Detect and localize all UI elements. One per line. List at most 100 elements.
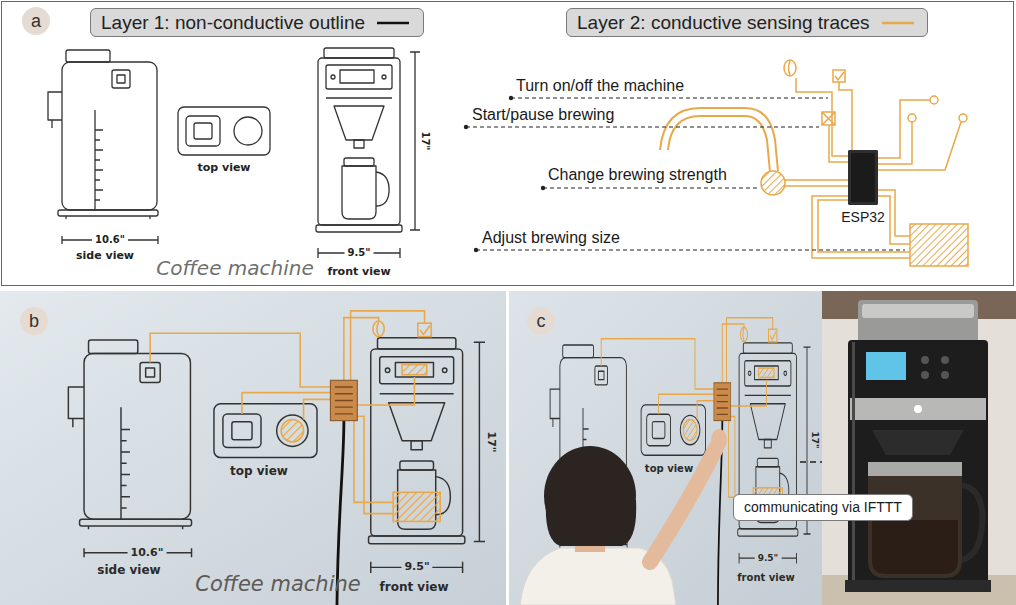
coffee-machine-photo [872,520,958,574]
label-anchor: 17" [810,431,820,448]
sensing-traces [878,122,961,170]
view-label: top view [645,463,693,475]
view-label: top view [197,162,250,175]
label-anchor: Start/pause brewing [472,106,614,124]
label-anchor: 10.6" [92,234,128,246]
label-anchor: Change brewing strength [548,166,727,184]
label-anchor: top view [645,463,693,475]
sensing-traces [959,114,967,122]
label-anchor: front view [380,581,449,595]
panel-letter: a [31,12,41,30]
sensing-traces [660,60,968,266]
dimension: 17" [419,131,431,150]
coffee-machine-photo [822,291,1016,605]
dimension: 17" [485,431,498,452]
label-anchor: front view [737,572,795,584]
view-label: side view [97,564,160,578]
coffee-machine-photo [921,356,929,364]
esp32-chip: ESP32 [848,150,878,205]
coffee-machine-photo [862,304,974,318]
sensing-traces [833,70,845,82]
wall-drawing [68,311,485,605]
label-anchor: 9.5" [401,561,432,574]
label-anchor: Turn on/off the machine [516,77,684,95]
coffee-machine-photo [845,580,991,592]
sensing-traces [761,171,785,195]
coffee-machine-photo [822,291,1016,605]
coffee-machine-photo [850,398,986,420]
person [520,429,727,605]
label-anchor: 9.5" [345,247,374,259]
view-label: top view [230,465,288,479]
panel-frame [2,2,1014,286]
label-anchor: 17" [419,131,431,150]
leader-lines [543,187,758,188]
view-label: side view [76,250,134,263]
leader-dots [464,125,468,129]
sensing-traces [878,100,930,158]
legend-line-sample [882,21,914,24]
panel-letter: b [29,312,39,330]
sensing-traces [789,61,791,75]
leader-lines [466,126,819,127]
label-anchor: Coffee machine [195,572,360,596]
callout-text: communicating via IFTTT [744,499,902,516]
coffee-machine-photo [941,356,949,364]
legend-line-sample [880,20,916,26]
sensing-traces [829,125,848,162]
label-anchor: side view [97,564,160,578]
legend-text: Layer 2: conductive sensing traces [577,12,870,34]
dimension: 9.5" [401,561,432,574]
callout-box: communicating via IFTTT [733,494,913,521]
trace-label: Start/pause brewing [472,106,614,124]
person [546,500,636,546]
sensing-traces [785,180,848,186]
person [711,429,727,451]
view-label: front view [380,581,449,595]
dimension: 9.5" [755,553,782,563]
sensing-traces [930,96,938,104]
legend-line-sample [375,20,411,26]
leader-dots [509,96,513,100]
dimension: 9.5" [345,247,374,259]
dimension: 10.6" [92,234,128,246]
label-anchor: front view [327,266,390,279]
panel-letter: c [537,312,546,330]
label-anchor: Coffee machine [156,257,314,280]
coffee-machine-photo [941,371,949,379]
coffee-machine-photo [868,462,962,476]
label-anchor: Adjust brewing size [482,229,620,247]
label-anchor: 10.6" [128,547,167,560]
view-label: front view [327,266,390,279]
sensing-traces [910,224,968,266]
leader-dots [474,248,478,252]
leader-lines [511,97,828,98]
coffee-machine-photo [868,476,962,578]
machine-outline [48,48,420,258]
sensing-traces [835,72,844,80]
label-anchor: 9.5" [755,553,782,563]
label-anchor: 17" [485,431,498,452]
sensing-traces [822,112,835,125]
leader-lines [466,98,905,250]
coffee-machine-photo [822,291,1016,319]
label-anchor: top view [230,465,288,479]
sensing-traces [784,60,796,76]
coffee-machine-photo [962,485,982,560]
coffee-machine-photo [921,371,929,379]
dimension: 10.6" [128,547,167,560]
label-anchor: side view [76,250,134,263]
sensing-traces [878,122,912,164]
chip-label: ESP32 [841,209,885,225]
legend-text: Layer 1: non-conductive outline [101,12,365,34]
panel-label-circle: c [527,307,555,335]
sensing-traces [839,82,852,150]
panel-label-circle: a [22,7,50,35]
coffee-machine-photo [852,342,855,580]
dimension: 17" [810,431,820,448]
trace-label: Adjust brewing size [482,229,620,247]
drawing-title: Coffee machine [156,257,314,280]
coffee-machine-photo [872,430,964,455]
coffee-machine-photo [866,352,906,380]
